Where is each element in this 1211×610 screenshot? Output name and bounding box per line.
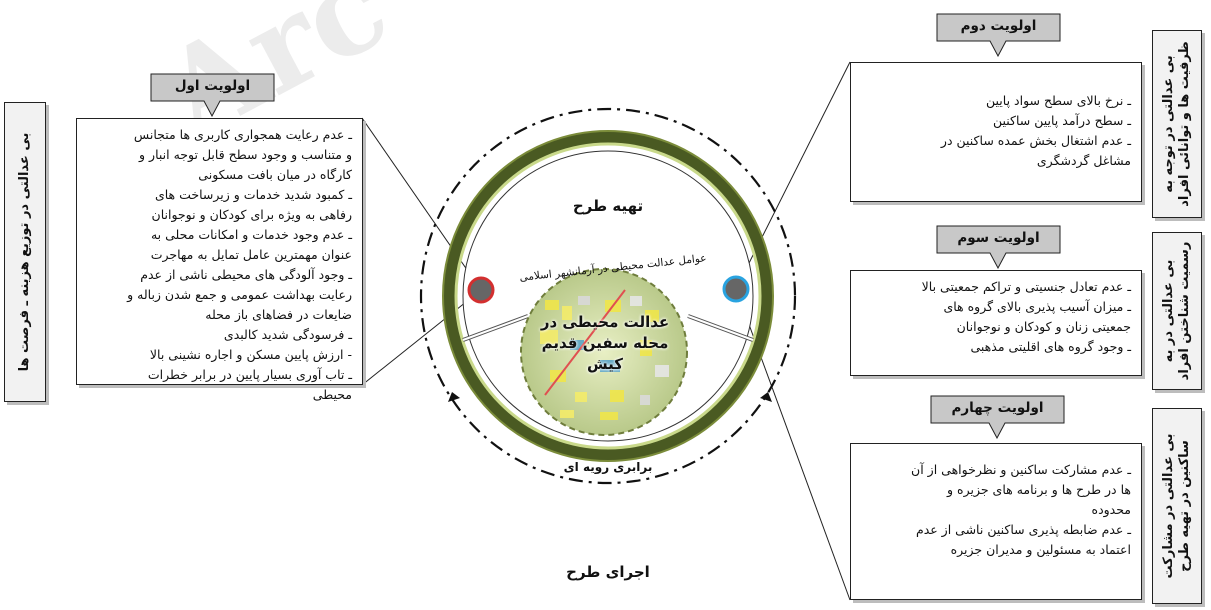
priority-4-item: اعتماد به مسئولین و مدیران جزیره [950, 542, 1131, 557]
priority-3-item: جمعیتی زنان و کودکان و نوجوانان [956, 319, 1131, 334]
left-item-line: ـ عدم رعایت همجواری کاربری ها متجانس [133, 127, 352, 142]
arrow-left [448, 392, 460, 402]
plan-preparation-label: تهیه طرح [572, 197, 644, 215]
left-item-line: عنوان مهمترین عامل تمایل به مهاجرت [150, 247, 352, 262]
priority-2-item: ـ نرخ بالای سطح سواد پایین [986, 93, 1131, 108]
green-ring [443, 131, 773, 461]
left-vertical-label: بی عدالتی در توزیع هزینه ـ فرصت ها [4, 102, 46, 402]
left-item-line: ـ کمبود شدید خدمات و زیرساخت های [154, 187, 352, 202]
priority-4-item: ـ عدم ضابطه پذیری ساکنین ناشی از عدم [915, 522, 1131, 537]
left-item-line: - ارزش پایین مسکن و اجاره نشینی بالا [149, 347, 352, 362]
priority-2-item: ـ سطح درآمد پایین ساکنین [992, 113, 1131, 128]
left-item-line: رعایت بهداشت عمومی و جمع شدن زباله و [127, 287, 352, 302]
core-title-line3: کیش [586, 355, 624, 373]
priority-2-item: ـ عدم اشتغال بخش عمده ساکنین در [940, 133, 1131, 148]
outer-dashdot-ring [419, 107, 797, 485]
left-priority-tag: اولویت اول [150, 73, 275, 117]
left-item-line: کارگاه در میان بافت مسکونی [198, 167, 352, 182]
core-title-line2: محله سفین قدیم [541, 334, 669, 352]
priority-4-item: ها در طرح ها و برنامه های جزیره و [947, 482, 1131, 497]
priority-3-item: ـ میزان آسیب پذیری بالای گروه های [943, 299, 1131, 314]
left-item-line: ضایعات در فضاهای باز محله [205, 307, 352, 322]
priority-3-tag: اولویت سوم [936, 225, 1061, 269]
core-title: عدالت محیطی در محله سفین قدیم کیش [520, 312, 690, 375]
priority-4-box: ـ عدم مشارکت ساکنین و نظرخواهی از آن ها … [850, 443, 1142, 600]
left-items-box: ـ عدم رعایت همجواری کاربری ها متجانس و م… [76, 118, 363, 402]
priority-4-item: محدوده [1091, 502, 1131, 517]
left-connector-top [361, 117, 482, 291]
procedural-equality-label: برابری رویه ای [563, 460, 653, 474]
priority-3-item: ـ وجود گروه های اقلیتی مذهبی [970, 339, 1131, 354]
left-item-line: و متناسب و وجود سطح قابل توجه انبار و [139, 147, 352, 162]
core-title-line1: عدالت محیطی در [540, 313, 670, 331]
priority-3-item: ـ عدم تعادل جنسیتی و تراکم جمعیتی بالا [921, 279, 1131, 294]
priority-3-box: ـ عدم تعادل جنسیتی و تراکم جمعیتی بالا ـ… [850, 270, 1142, 376]
priority-2-item: مشاغل گردشگری [1036, 153, 1131, 168]
left-item-line: ـ تاب آوری بسیار پایین در برابر خطرات [147, 367, 352, 382]
left-connector-bottom [361, 289, 482, 386]
left-item-line: ـ فرسودگی شدید کالبدی [223, 327, 352, 342]
priority-2-tag: اولویت دوم [936, 13, 1061, 57]
right-node [722, 275, 750, 303]
priority-4-tag: اولویت چهارم [930, 395, 1065, 439]
left-item-line: محیطی [312, 387, 352, 402]
left-node [467, 276, 495, 304]
arrow-right [760, 392, 772, 402]
priority-4-item: ـ عدم مشارکت ساکنین و نظرخواهی از آن [911, 462, 1131, 477]
plan-implementation-label: اجرای طرح [566, 563, 650, 581]
map-blocks [540, 296, 669, 420]
right-connector-bottom [735, 288, 851, 601]
priority-2-box: ـ نرخ بالای سطح سواد پایین ـ سطح درآمد پ… [850, 62, 1142, 202]
left-item-line: ـ عدم وجود خدمات و امکانات محلی به [150, 227, 352, 242]
map-road [544, 289, 626, 396]
left-item-line: رفاهی به ویژه برای کودکان و نوجوانان [151, 207, 352, 222]
left-item-line: ـ وجود آلودگی های محیطی ناشی از عدم [140, 267, 352, 282]
